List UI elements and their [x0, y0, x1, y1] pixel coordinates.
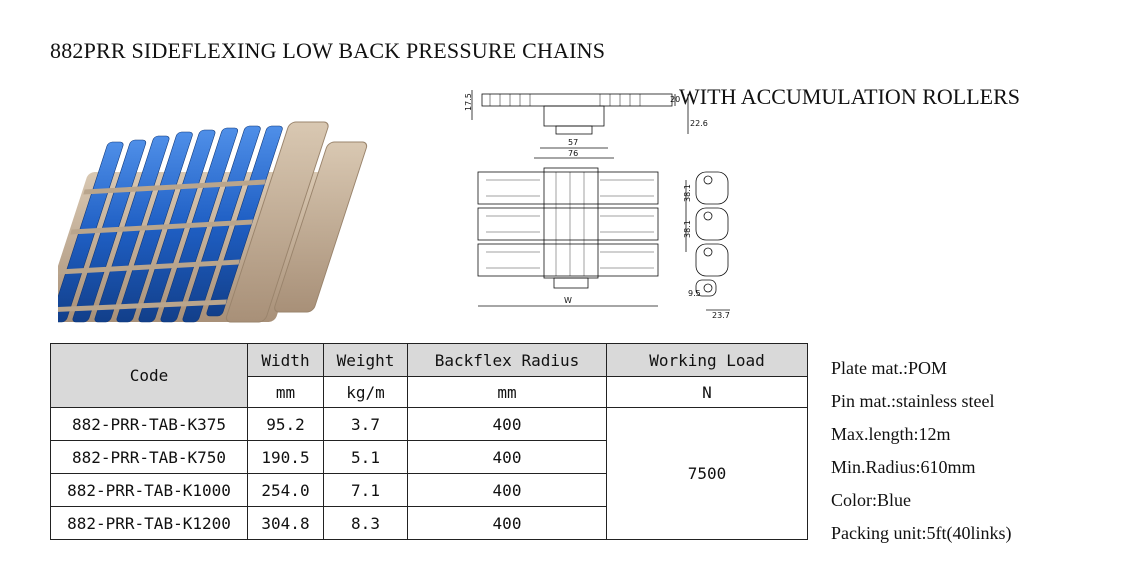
cell-width: 254.0: [247, 473, 324, 507]
cell-backflex: 400: [407, 407, 607, 441]
page-subtitle: WITH ACCUMULATION ROLLERS: [679, 84, 1020, 109]
cell-weight: 3.7: [323, 407, 408, 441]
spec-table: Code Width Weight Backflex Radius Workin…: [50, 343, 808, 540]
property-min-radius: Min.Radius:610mm: [831, 457, 976, 477]
dim-w: W: [564, 296, 572, 305]
dim-57: 57: [568, 138, 578, 147]
dim-17-5: 17.5: [464, 93, 473, 111]
header-backflex: Backflex Radius: [407, 343, 607, 377]
cell-code: 882-PRR-TAB-K1200: [50, 506, 248, 540]
dim-23-7: 23.7: [712, 311, 730, 320]
table-row: 882-PRR-TAB-K375 95.2 3.7 400 7500: [50, 407, 808, 540]
product-photo: [58, 121, 368, 323]
dim-38-1-a: 38.1: [683, 184, 692, 202]
cell-width: 95.2: [247, 407, 324, 441]
header-code: Code: [50, 343, 248, 408]
unit-width: mm: [247, 376, 324, 408]
cell-backflex: 400: [407, 506, 607, 540]
cell-weight: 8.3: [323, 506, 408, 540]
table-header-row: Code Width Weight Backflex Radius Workin…: [50, 343, 808, 408]
header-width: Width: [247, 343, 324, 377]
cell-width: 190.5: [247, 440, 324, 474]
dim-20: 20: [670, 95, 680, 104]
cell-weight: 7.1: [323, 473, 408, 507]
cell-code: 882-PRR-TAB-K1000: [50, 473, 248, 507]
property-packing-unit: Packing unit:5ft(40links): [831, 523, 1012, 543]
cell-backflex: 400: [407, 440, 607, 474]
table-unit-row: mm kg/m mm N: [51, 376, 808, 408]
dim-22-6: 22.6: [690, 119, 708, 128]
property-pin-material: Pin mat.:stainless steel: [831, 391, 995, 411]
technical-drawing: 17.5 20 22.6 57 76 W 38.1 38.1: [464, 90, 730, 320]
properties-list: Plate mat.:POM Pin mat.:stainless steel …: [831, 352, 1011, 550]
cell-weight: 5.1: [323, 440, 408, 474]
unit-working-load: N: [606, 376, 808, 408]
header-weight: Weight: [323, 343, 408, 377]
table-row: 882-PRR-TAB-K1200 304.8 8.3 400: [50, 506, 808, 540]
cell-code: 882-PRR-TAB-K375: [50, 407, 248, 441]
cell-code: 882-PRR-TAB-K750: [50, 440, 248, 474]
header-working-load: Working Load: [606, 343, 808, 377]
property-max-length: Max.length:12m: [831, 424, 951, 444]
cell-backflex: 400: [407, 473, 607, 507]
cell-width: 304.8: [247, 506, 324, 540]
property-color: Color:Blue: [831, 490, 911, 510]
unit-weight: kg/m: [323, 376, 408, 408]
dim-9-5: 9.5: [688, 289, 701, 298]
cell-working-load: 7500: [606, 407, 808, 540]
unit-backflex: mm: [407, 376, 607, 408]
page-title: 882PRR SIDEFLEXING LOW BACK PRESSURE CHA…: [50, 38, 606, 63]
property-plate-material: Plate mat.:POM: [831, 358, 947, 378]
dim-76: 76: [568, 149, 578, 158]
dim-38-1-b: 38.1: [683, 220, 692, 238]
